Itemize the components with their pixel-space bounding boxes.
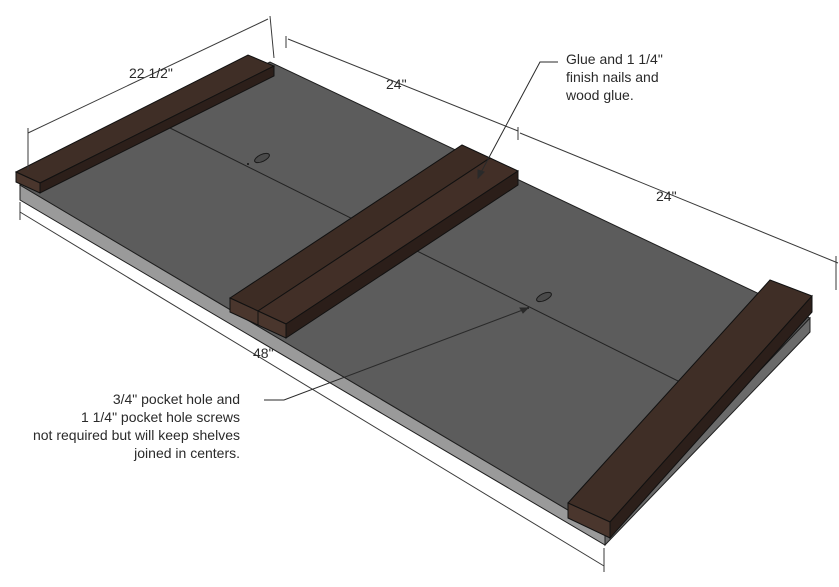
leader-lines <box>264 61 558 401</box>
dim-cleat-width-label: 22 1/2" <box>129 65 173 81</box>
dim-cleat-width-line <box>27 18 269 134</box>
dim-right-span-line <box>519 132 839 264</box>
pocket-note-line-1: 3/4" pocket hole and <box>112 391 240 407</box>
leader-pocket <box>264 307 529 401</box>
glue-note-line-3: wood glue. <box>566 87 634 103</box>
pocket-note-line-2: 1 1/4" pocket hole screws <box>80 409 240 425</box>
cleat-center <box>228 144 520 339</box>
cleat-right-side <box>609 294 813 540</box>
cleat-right <box>567 279 813 540</box>
cleat-left-end <box>15 171 41 194</box>
pocket-note-line-4: joined in centers. <box>134 445 240 461</box>
cleat-left <box>14 54 276 194</box>
pocket-hole-right <box>536 291 552 303</box>
glue-note-line-1: Glue and 1 1/4" <box>566 51 663 67</box>
pocket-hole-note: 3/4" pocket hole and 1 1/4" pocket hole … <box>20 390 240 462</box>
pocket-note-line-3: not required but will keep shelves <box>32 427 240 443</box>
dim-right-span-label: 24" <box>656 188 677 204</box>
leader-glue <box>477 61 558 179</box>
glue-note-line-2: finish nails and <box>566 69 659 85</box>
shelf-seam <box>169 127 681 383</box>
pocket-hole-left <box>254 152 270 164</box>
dim-left-span-label: 24" <box>386 76 407 92</box>
dim-left-span-line <box>287 38 519 132</box>
dim-total-length-label: 48" <box>253 345 274 361</box>
glue-note: Glue and 1 1/4" finish nails and wood gl… <box>566 50 663 104</box>
